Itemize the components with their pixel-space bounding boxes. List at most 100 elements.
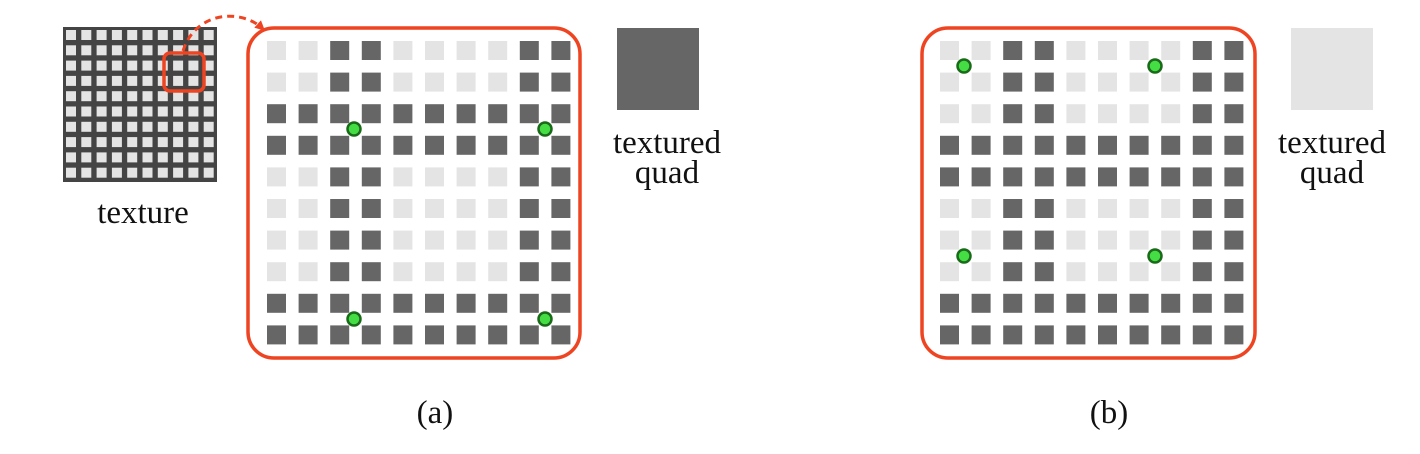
- panel-b-tile: [1192, 325, 1212, 345]
- panel-a-tile: [456, 199, 476, 218]
- panel-b-tile: [1034, 135, 1054, 155]
- panel-a-tile: [519, 325, 539, 345]
- texture-cell: [127, 167, 138, 178]
- texture-cell: [111, 75, 122, 86]
- panel-a-tile-grid: [267, 41, 571, 345]
- panel-b-tile: [1003, 104, 1023, 124]
- texture-cell: [127, 30, 138, 40]
- panel-a-tile: [425, 230, 444, 250]
- texture-cell: [127, 45, 138, 56]
- panel-a-tile: [298, 325, 318, 345]
- panel-a-tile: [551, 199, 571, 218]
- texture-cell: [127, 106, 138, 117]
- panel-a-tile: [298, 167, 318, 187]
- texture-cell: [111, 167, 122, 178]
- panel-b-tile: [1003, 325, 1023, 345]
- panel-b-tile: [1161, 230, 1181, 250]
- texture-cell: [127, 152, 138, 163]
- texture-cell: [173, 167, 184, 178]
- panel-b-tile: [1129, 167, 1149, 187]
- panel-b-tile: [1224, 230, 1244, 250]
- texture-cell: [173, 75, 184, 86]
- panel-a-tile: [551, 41, 571, 60]
- texture-cell: [142, 60, 153, 71]
- panel-b-tile: [1161, 167, 1181, 187]
- texture-cell: [81, 137, 92, 148]
- panel-a-tile: [519, 293, 539, 313]
- panel-a-tile: [519, 104, 539, 124]
- panel-b-tile: [1066, 293, 1086, 313]
- panel-b-tile: [1098, 167, 1117, 187]
- texture-cell: [96, 75, 107, 86]
- panel-b-tile: [1098, 41, 1117, 60]
- panel-b-tile: [1034, 230, 1054, 250]
- panel-a-tile: [488, 72, 508, 92]
- panel-b-tile: [1003, 167, 1023, 187]
- panel-a-tile: [330, 104, 350, 124]
- panel-b-tile: [1066, 199, 1086, 218]
- texture-cell: [188, 121, 199, 132]
- texture-cell: [81, 45, 92, 56]
- panel-b-tile: [1098, 104, 1117, 124]
- panel-a-caption: (a): [416, 395, 454, 431]
- texture-cell: [157, 121, 168, 132]
- panel-b-tile: [1224, 41, 1244, 60]
- panel-b-tile: [1034, 41, 1054, 60]
- panel-a-tile: [298, 104, 318, 124]
- panel-b-tile: [1098, 230, 1117, 250]
- panel-b-tile: [940, 293, 959, 313]
- panel-a-tile: [425, 325, 444, 345]
- panel-a-tile: [267, 41, 286, 60]
- panel-a-tile: [361, 135, 381, 155]
- panel-a-quad-label-line2: quad: [634, 155, 700, 191]
- panel-b-tile: [1224, 262, 1244, 282]
- panel-b-tile: [940, 72, 959, 92]
- panel-a-tile: [298, 41, 318, 60]
- texture-cell: [188, 137, 199, 148]
- panel-a-tile: [488, 293, 508, 313]
- panel-b-tile: [1129, 230, 1149, 250]
- panel-a-tile: [425, 167, 444, 187]
- texture-cell: [142, 152, 153, 163]
- panel-a-tile: [551, 167, 571, 187]
- panel-a-tile: [488, 41, 508, 60]
- texture-cell: [203, 152, 214, 163]
- panel-b-tile: [1192, 41, 1212, 60]
- panel-b-tile: [1192, 167, 1212, 187]
- panel-b-tile: [971, 199, 991, 218]
- panel-a-tile: [298, 293, 318, 313]
- panel-a-tile: [393, 104, 413, 124]
- texture-cell: [157, 137, 168, 148]
- texture-cell: [188, 45, 199, 56]
- texture-cell: [142, 45, 153, 56]
- texture-cell: [111, 121, 122, 132]
- panel-b-tile: [1066, 135, 1086, 155]
- panel-a-tile: [519, 262, 539, 282]
- panel-a-tile: [551, 230, 571, 250]
- panel-a-tile: [361, 72, 381, 92]
- texture-cell: [81, 30, 92, 40]
- panel-a-tile: [361, 199, 381, 218]
- texture-cell: [157, 106, 168, 117]
- panel-a-tile: [456, 325, 476, 345]
- texture-cell: [81, 167, 92, 178]
- panel-a-tile: [488, 167, 508, 187]
- panel-b-tile: [940, 167, 959, 187]
- panel-a-tile: [330, 167, 350, 187]
- texture-cell: [157, 91, 168, 102]
- panel-b-tile: [1003, 199, 1023, 218]
- panel-a-tile: [361, 230, 381, 250]
- panel-a-tile: [393, 199, 413, 218]
- panel-b-tile: [971, 72, 991, 92]
- texture-cell: [111, 152, 122, 163]
- texture-cell: [66, 167, 76, 178]
- panel-b-tile: [1003, 262, 1023, 282]
- panel-a-tile: [425, 41, 444, 60]
- panel-b-tile: [1129, 104, 1149, 124]
- panel-a-tile: [361, 167, 381, 187]
- texture-cell: [188, 75, 199, 86]
- panel-b-tile: [971, 262, 991, 282]
- panel-a-sample-point: [537, 121, 553, 137]
- panel-b-tile: [1003, 41, 1023, 60]
- panel-b-tile: [1161, 104, 1181, 124]
